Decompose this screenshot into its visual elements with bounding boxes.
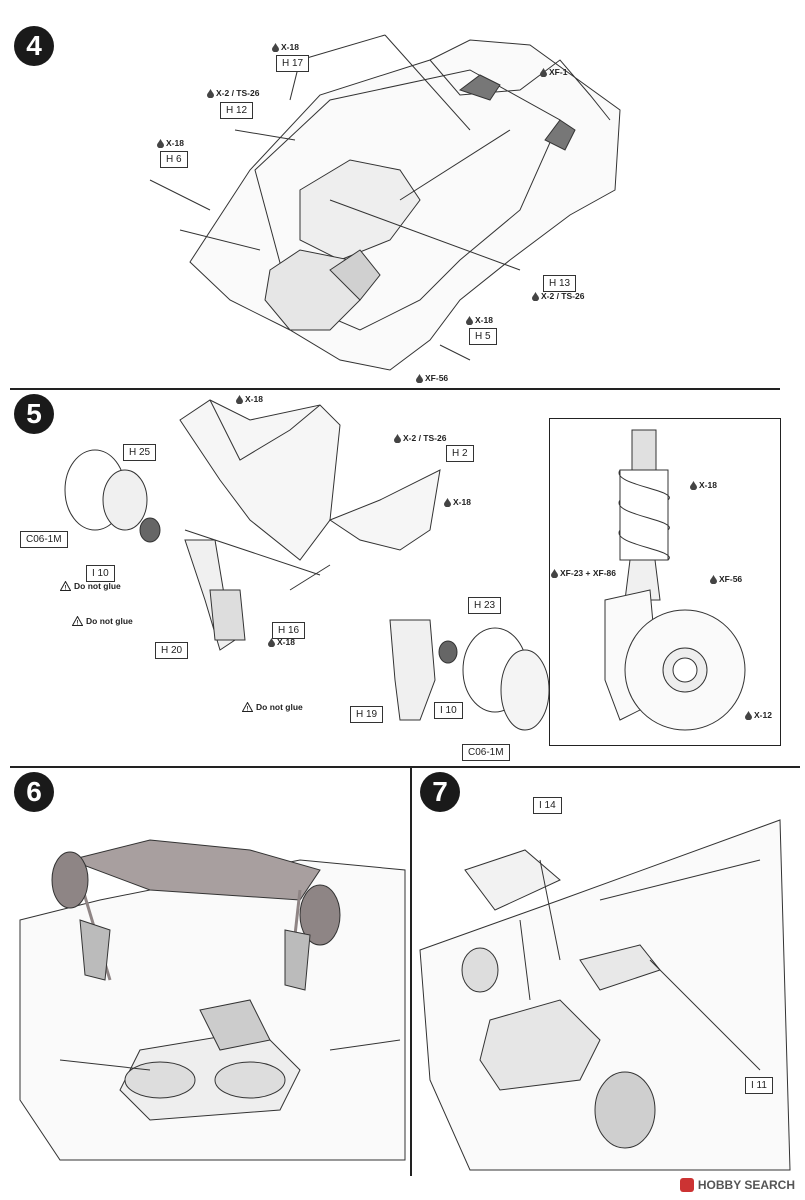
paint-callout: X-18 [272,42,299,52]
paint-callout: XF-23 + XF-86 [551,568,616,578]
part-label: H 17 [276,55,310,72]
paint-callout: XF-1 [540,67,567,77]
paint-drop-icon [394,433,401,443]
paint-drop-icon [540,67,547,77]
paint-callout: X-18 [444,497,471,507]
svg-text:!: ! [247,707,249,712]
paint-drop-icon [710,574,717,584]
paint-callout: XF-56 [416,373,448,383]
warning-icon: ! [60,581,71,591]
part-label: I 10 [434,702,463,719]
svg-text:!: ! [65,586,67,591]
divider-horizontal-top [10,388,780,390]
watermark: HOBBY SEARCH [679,1178,795,1192]
warning-icon: ! [72,616,83,626]
step6-rear-assembly-drawing [19,839,406,1161]
paint-callout: X-18 [690,480,717,490]
part-label: I 11 [745,1077,773,1094]
hobby-search-logo-icon [679,1178,694,1192]
step-badge-5: 5 [14,394,54,434]
paint-callout: X-2 / TS-26 [394,433,446,443]
note-do-not-glue: !Do not glue [72,616,133,626]
svg-text:!: ! [77,621,79,626]
part-label: H 12 [220,102,254,119]
paint-drop-icon [745,710,752,720]
part-label: H 20 [155,642,189,659]
paint-drop-icon [157,138,164,148]
paint-callout: X-18 [466,315,493,325]
paint-drop-icon [207,88,214,98]
step-badge-6: 6 [14,772,54,812]
step7-cover-assembly-drawing [419,819,791,1171]
paint-drop-icon [466,315,473,325]
part-label: H 5 [469,328,497,345]
step-badge-4: 4 [14,26,54,66]
part-label: H 25 [123,444,157,461]
paint-drop-icon [532,291,539,301]
paint-drop-icon [272,42,279,52]
paint-drop-icon [416,373,423,383]
warning-icon: ! [242,702,253,712]
part-label: I 10 [86,565,115,582]
paint-drop-icon [268,637,275,647]
paint-callout: X-18 [268,637,295,647]
part-label: H 2 [446,445,474,462]
detail-inset-frame [549,418,781,746]
part-label: H 16 [272,622,306,639]
paint-drop-icon [690,480,697,490]
paint-drop-icon [551,568,558,578]
paint-drop-icon [236,394,243,404]
divider-horizontal-bottom [10,766,800,768]
paint-drop-icon [444,497,451,507]
step-badge-7: 7 [420,772,460,812]
paint-callout: X-18 [157,138,184,148]
part-label: C06-1M [20,531,68,548]
divider-vertical [410,766,412,1176]
part-label: C06-1M [462,744,510,761]
part-label: I 14 [533,797,562,814]
part-label: H 19 [350,706,384,723]
part-label: H 13 [543,275,577,292]
part-label: H 6 [160,151,188,168]
paint-callout: X-2 / TS-26 [207,88,259,98]
step4-chassis-drawing [149,34,621,371]
part-label: H 23 [468,597,502,614]
paint-callout: X-12 [745,710,772,720]
step5-suspension-drawing [64,399,746,731]
note-do-not-glue: !Do not glue [60,581,121,591]
paint-callout: XF-56 [710,574,742,584]
paint-callout: X-2 / TS-26 [532,291,584,301]
note-do-not-glue: !Do not glue [242,702,303,712]
paint-callout: X-18 [236,394,263,404]
